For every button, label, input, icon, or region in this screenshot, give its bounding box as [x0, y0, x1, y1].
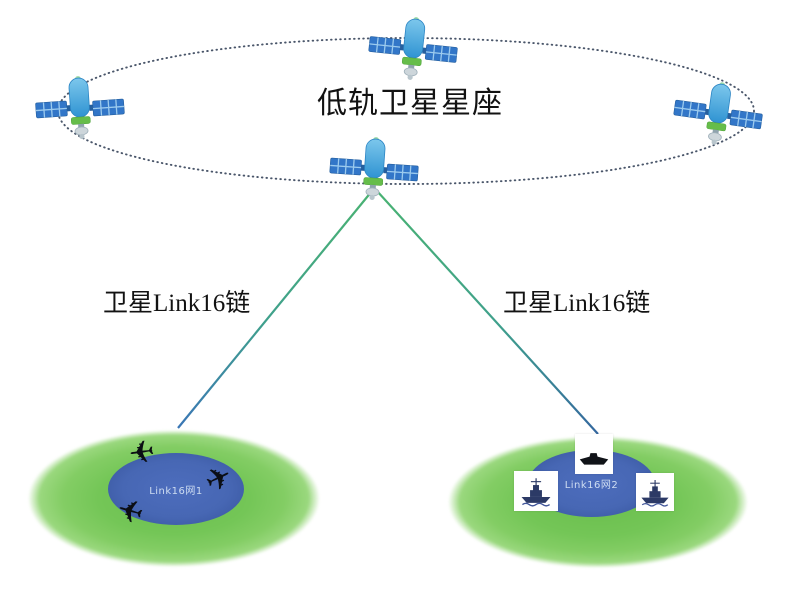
cargo-ship-icon	[579, 453, 609, 465]
satellite-left-icon	[29, 68, 130, 151]
network-2-label: Link16网2	[564, 480, 619, 491]
satellite-link-label-right: 卫星Link16链	[503, 290, 651, 317]
satellite-link-label-left: 卫星Link16链	[103, 290, 251, 317]
warship-icon	[641, 480, 669, 507]
warship-icon	[521, 478, 551, 507]
warship-node-right	[636, 473, 674, 511]
warship-node-left	[514, 471, 558, 511]
airplane-icon: ✈	[126, 433, 158, 473]
satellite-right-icon	[665, 71, 771, 160]
satellite-gateway-icon	[323, 129, 424, 212]
link16-network-1: Link16网1	[108, 453, 244, 525]
constellation-title: 低轨卫星星座	[317, 87, 503, 120]
network-1-label: Link16网1	[149, 485, 203, 497]
ship-node	[575, 434, 613, 474]
